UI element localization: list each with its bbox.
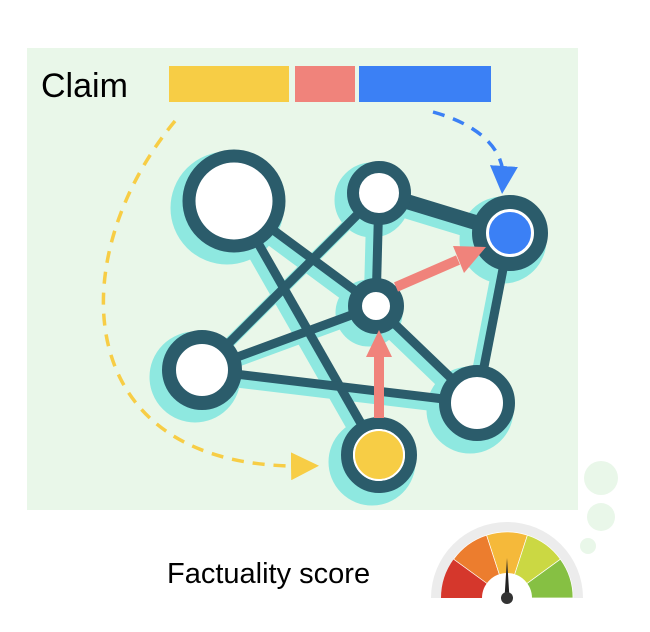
- node-center: [348, 278, 404, 334]
- arrow-center-to-blue: [394, 255, 460, 292]
- node-large: [182, 149, 286, 253]
- node-left: [162, 330, 242, 410]
- claim-label: Claim: [41, 67, 128, 105]
- node-bottom-right: [439, 365, 515, 441]
- edge: [198, 189, 383, 374]
- yellow-dashed-arrow: [101, 119, 319, 481]
- factuality-gauge: [431, 522, 583, 604]
- claim-segment-blue: [359, 66, 491, 102]
- thought-bubble: [587, 503, 615, 531]
- edge: [201, 365, 478, 408]
- arrowhead: [366, 330, 392, 357]
- thought-bubble: [580, 538, 596, 554]
- factuality-score-label: Factuality score: [167, 558, 371, 590]
- node-yellow-fill: [353, 429, 405, 481]
- node-top: [347, 161, 411, 225]
- thought-bubble: [584, 461, 618, 495]
- claim-segment-yellow: [169, 66, 289, 102]
- gauge-pivot: [501, 592, 513, 604]
- gauge-needle: [504, 558, 510, 598]
- claim-segment-red: [295, 66, 355, 102]
- arrowhead: [453, 246, 486, 273]
- node-blue-fill: [487, 210, 533, 256]
- blue-dashed-arrow: [432, 110, 518, 194]
